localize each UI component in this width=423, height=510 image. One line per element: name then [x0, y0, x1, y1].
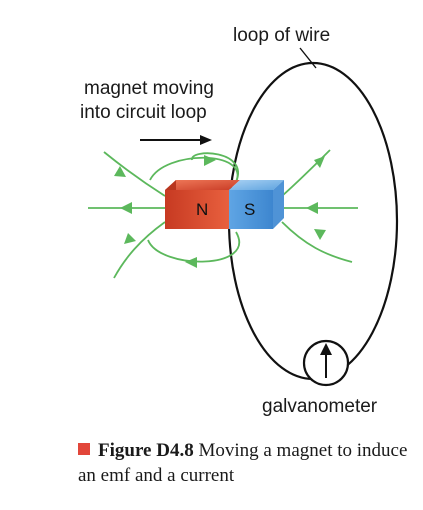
caption-text: Moving a magnet to induce an emf and a c… [78, 440, 408, 486]
loop-label-leader [299, 47, 317, 69]
loop-of-wire-label: loop of wire [233, 25, 331, 46]
magnetic-field-lines [88, 149, 358, 279]
magnet-moving-label-line1: magnet moving [84, 78, 214, 99]
north-pole-label: N [196, 200, 209, 219]
galvanometer-icon [302, 339, 350, 387]
bar-magnet [165, 180, 284, 229]
south-pole-label: S [244, 200, 256, 219]
magnet-moving-label-line2: into circuit loop [80, 102, 207, 123]
galvanometer-label: galvanometer [262, 396, 378, 417]
caption-figure-number: Figure D4.8 [98, 440, 194, 461]
north-pole [165, 190, 229, 229]
induction-diagram [88, 47, 399, 387]
field-arrowheads [114, 155, 326, 268]
motion-arrow-icon [140, 135, 212, 145]
south-pole [229, 190, 273, 229]
caption-marker-icon [78, 443, 90, 455]
figure-caption: Figure D4.8 Moving a magnet to induce an… [78, 438, 408, 488]
